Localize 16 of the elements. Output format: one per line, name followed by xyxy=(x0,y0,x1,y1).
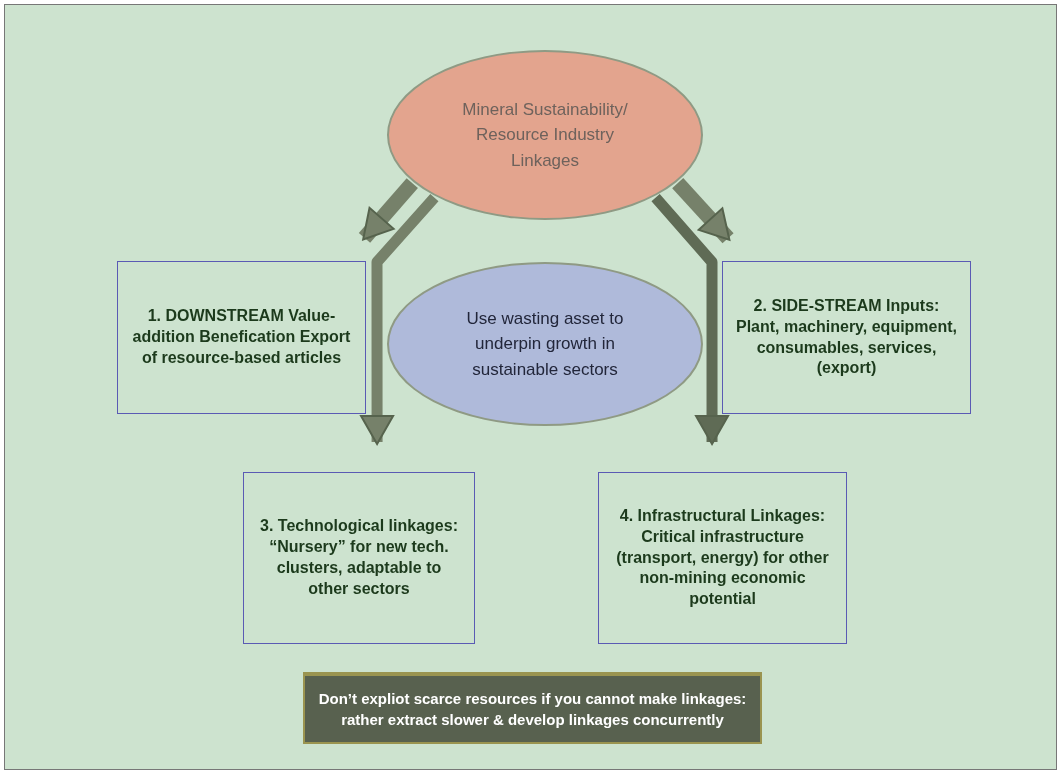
node-text: 4. Infrastructural Linkages: Critical infrastructure (transport, energy) for other non-mining economic potential xyxy=(615,506,830,610)
linkage-box xyxy=(117,261,366,414)
node-text: Mineral Sustainability/ Resource Industry Linkages xyxy=(461,98,629,172)
block-arrow xyxy=(358,178,418,243)
block-arrow xyxy=(651,194,730,445)
node-text: 3. Technological linkages: “Nursery” for new tech. clusters, adaptable to other sectors xyxy=(259,516,459,599)
node-text: 2. SIDE-STREAM Inputs: Plant, machinery, equipment, consumables, services, (export) xyxy=(735,295,958,379)
block-arrow xyxy=(360,194,439,445)
node-text: Don’t expliot scarce resources if you cannot make linkages: rather extract slower & develop linkages concurrently xyxy=(317,689,748,730)
block-arrow xyxy=(672,178,734,244)
linkage-box xyxy=(243,472,475,644)
node-text: Use wasting asset to underpin growth in sustainable sectors xyxy=(465,307,625,381)
linkage-box xyxy=(722,261,971,414)
linkage-box xyxy=(598,472,847,644)
note-banner xyxy=(303,672,762,744)
node-text: 1. DOWNSTREAM Value-addition Benefication Export of resource-based articles xyxy=(131,306,352,368)
